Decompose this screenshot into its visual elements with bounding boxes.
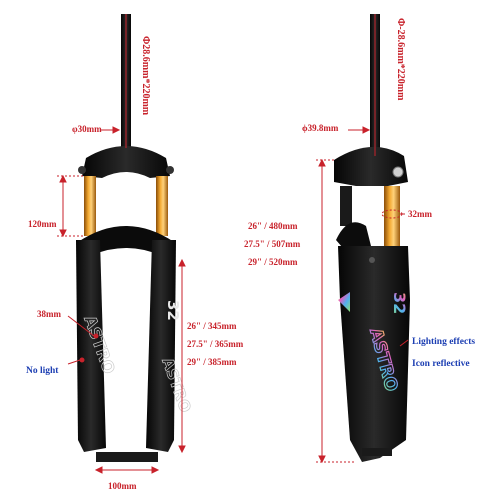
left-lower-left: [76, 240, 106, 452]
left-axle-width-label: 100mm: [108, 481, 137, 491]
left-dimension-lines: [57, 14, 186, 474]
left-stanchion-left: [84, 176, 96, 236]
icon-reflective-label: Icon reflective: [412, 359, 470, 369]
right-steerer-spec-label: Φ-28.6mm*220mm: [395, 18, 406, 101]
left-size-27-5: 27.5" / 365mm: [187, 339, 244, 349]
left-size-26: 26" / 345mm: [187, 321, 237, 331]
right-crown-diameter-label: ϕ39.8mm: [302, 123, 339, 133]
no-light-label: No light: [26, 366, 59, 376]
left-stanchion-length-label: 120mm: [28, 219, 57, 229]
left-steerer-spec-label: Φ28.6mm*220mm: [140, 36, 151, 116]
left-fork: 32 ASTRO ASTRO: [76, 14, 195, 462]
svg-text:32: 32: [164, 300, 182, 321]
left-lower-right: [146, 240, 176, 452]
right-total-27-5: 27.5" / 507mm: [244, 239, 301, 249]
left-crown: [82, 146, 170, 178]
left-size-29: 29" / 385mm: [187, 357, 237, 367]
right-total-29: 29" / 520mm: [248, 257, 298, 267]
right-dimension-lines: [316, 14, 409, 464]
right-crown: [334, 146, 408, 186]
right-stanchion: [384, 186, 400, 250]
right-total-26: 26" / 480mm: [248, 221, 298, 231]
left-axle-block: [96, 452, 158, 462]
left-stanchion-right: [156, 176, 168, 236]
left-arch: [78, 226, 174, 260]
left-crown-diameter-label: φ30mm: [72, 124, 102, 134]
svg-text:32: 32: [390, 292, 409, 314]
right-stanchion-diameter-label: 32mm: [408, 209, 432, 219]
right-lower: [338, 246, 410, 462]
lighting-effects-label: Lighting effects: [412, 337, 476, 347]
left-stanchion-diameter-label: 38mm: [37, 309, 61, 319]
